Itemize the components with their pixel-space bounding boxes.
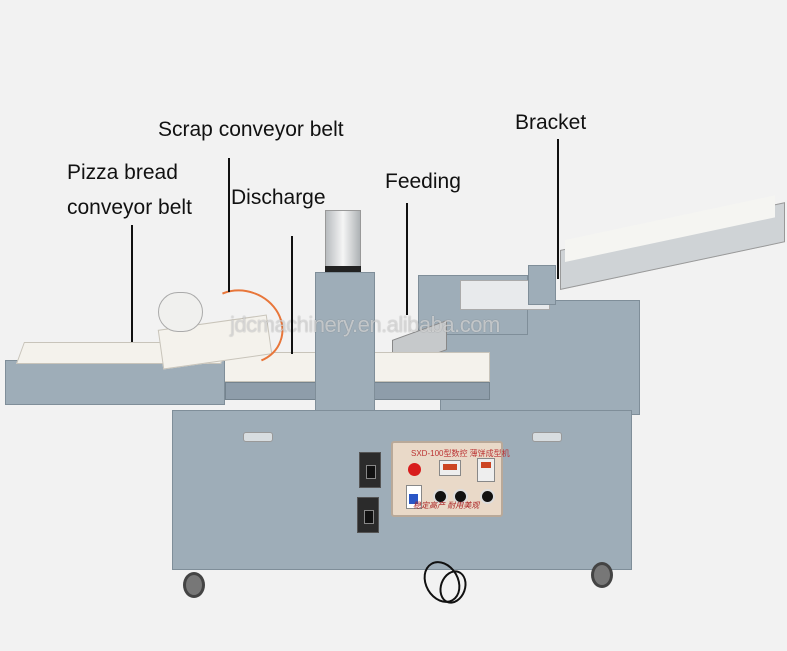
scrap-roller	[158, 292, 203, 332]
speed-knob-3[interactable]	[480, 489, 495, 504]
caster-wheel-right	[591, 562, 613, 588]
label-pizza-bread-line1: Pizza bread	[67, 161, 178, 184]
cabinet-handle-right[interactable]	[532, 432, 562, 442]
inverter-display	[477, 458, 495, 482]
cabinet-handle-left[interactable]	[243, 432, 273, 442]
bracket-post	[528, 265, 556, 305]
pizza-conveyor-frame	[5, 360, 225, 405]
switch-box-lower[interactable]	[357, 497, 379, 533]
leader-discharge	[291, 236, 293, 354]
label-pizza-bread-line2: conveyor belt	[67, 196, 192, 219]
circuit-breaker[interactable]	[406, 485, 422, 509]
caster-wheel-left	[183, 572, 205, 598]
speed-knob-2[interactable]	[453, 489, 468, 504]
leader-pizza-bread-conveyor-belt	[131, 225, 133, 342]
leader-bracket	[557, 139, 559, 279]
label-discharge: Discharge	[231, 186, 326, 209]
label-scrap-conveyor-belt: Scrap conveyor belt	[158, 118, 344, 141]
control-panel-footer: 稳定高产 耐用美观	[413, 501, 480, 510]
label-feeding: Feeding	[385, 170, 461, 193]
speed-knob-1[interactable]	[433, 489, 448, 504]
leader-scrap-conveyor-belt	[228, 158, 230, 292]
label-bracket: Bracket	[515, 111, 587, 134]
control-panel-title: SXD-100型数控 薄饼成型机	[411, 449, 510, 458]
cylinder-column	[315, 272, 375, 417]
air-cylinder	[325, 210, 361, 270]
leader-feeding	[406, 203, 408, 315]
switch-box-upper[interactable]	[359, 452, 381, 488]
watermark: jdcmachinery.en.alibaba.com	[230, 312, 500, 337]
power-indicator-lamp	[408, 463, 421, 476]
timer-display	[439, 460, 461, 476]
control-panel: SXD-100型数控 薄饼成型机 稳定高产 耐用美观	[391, 441, 510, 517]
